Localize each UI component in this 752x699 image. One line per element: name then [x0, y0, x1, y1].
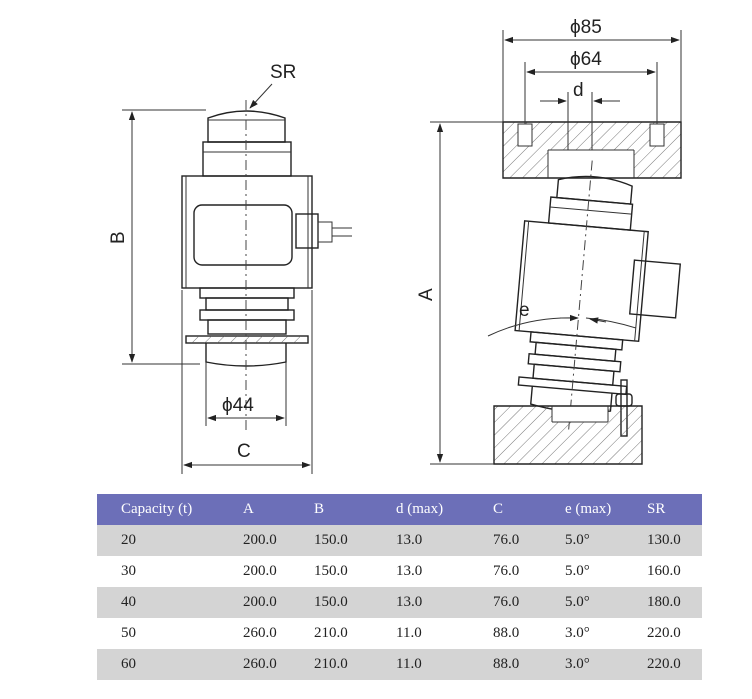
cell-sr: 160.0 [623, 556, 702, 587]
cell-sr: 180.0 [623, 587, 702, 618]
cell-capacity: 40 [97, 587, 219, 618]
cell-capacity: 20 [97, 525, 219, 556]
cell-c: 76.0 [469, 587, 541, 618]
cell-e: 5.0° [541, 587, 623, 618]
cell-sr: 220.0 [623, 618, 702, 649]
left-view: SR B ϕ44 C [108, 62, 352, 474]
cell-d: 13.0 [372, 525, 469, 556]
cell-d: 13.0 [372, 556, 469, 587]
cell-e: 5.0° [541, 525, 623, 556]
table-row: 50 260.0 210.0 11.0 88.0 3.0° 220.0 [97, 618, 702, 649]
header-capacity: Capacity (t) [97, 494, 219, 525]
cell-a: 200.0 [219, 587, 290, 618]
header-e: e (max) [541, 494, 623, 525]
cell-capacity: 50 [97, 618, 219, 649]
header-sr: SR [623, 494, 702, 525]
load-cell-drawing: SR B ϕ44 C [108, 17, 682, 474]
header-b: B [290, 494, 372, 525]
header-c: C [469, 494, 541, 525]
cell-c: 88.0 [469, 649, 541, 680]
cell-d: 11.0 [372, 618, 469, 649]
a-label: A [416, 288, 437, 301]
phi44-label: ϕ44 [222, 395, 254, 416]
sr-label: SR [270, 62, 296, 83]
cell-b: 210.0 [290, 649, 372, 680]
c-label: C [237, 441, 251, 462]
cell-b: 150.0 [290, 587, 372, 618]
d-label: d [573, 80, 584, 101]
cell-sr: 220.0 [623, 649, 702, 680]
table-row: 20 200.0 150.0 13.0 76.0 5.0° 130.0 [97, 525, 702, 556]
cell-e: 3.0° [541, 649, 623, 680]
b-label: B [108, 231, 129, 244]
cell-b: 150.0 [290, 525, 372, 556]
cell-a: 200.0 [219, 556, 290, 587]
cell-sr: 130.0 [623, 525, 702, 556]
cell-c: 88.0 [469, 618, 541, 649]
cell-d: 13.0 [372, 587, 469, 618]
cell-a: 200.0 [219, 525, 290, 556]
table-row: 40 200.0 150.0 13.0 76.0 5.0° 180.0 [97, 587, 702, 618]
phi85-label: ϕ85 [570, 17, 602, 38]
cell-b: 210.0 [290, 618, 372, 649]
cell-e: 5.0° [541, 556, 623, 587]
table-header-row: Capacity (t) A B d (max) C e (max) SR [97, 494, 702, 525]
cell-c: 76.0 [469, 556, 541, 587]
header-d: d (max) [372, 494, 469, 525]
table-row: 60 260.0 210.0 11.0 88.0 3.0° 220.0 [97, 649, 702, 680]
cell-c: 76.0 [469, 525, 541, 556]
e-label: e [519, 300, 530, 321]
cell-a: 260.0 [219, 649, 290, 680]
cell-e: 3.0° [541, 618, 623, 649]
cell-a: 260.0 [219, 618, 290, 649]
cell-capacity: 60 [97, 649, 219, 680]
cell-d: 11.0 [372, 649, 469, 680]
header-a: A [219, 494, 290, 525]
cell-capacity: 30 [97, 556, 219, 587]
cell-b: 150.0 [290, 556, 372, 587]
phi64-label: ϕ64 [570, 49, 602, 70]
capacity-spec-table: Capacity (t) A B d (max) C e (max) SR 20… [97, 494, 702, 680]
right-view: ϕ85 ϕ64 d A e [416, 17, 682, 465]
table-row: 30 200.0 150.0 13.0 76.0 5.0° 160.0 [97, 556, 702, 587]
